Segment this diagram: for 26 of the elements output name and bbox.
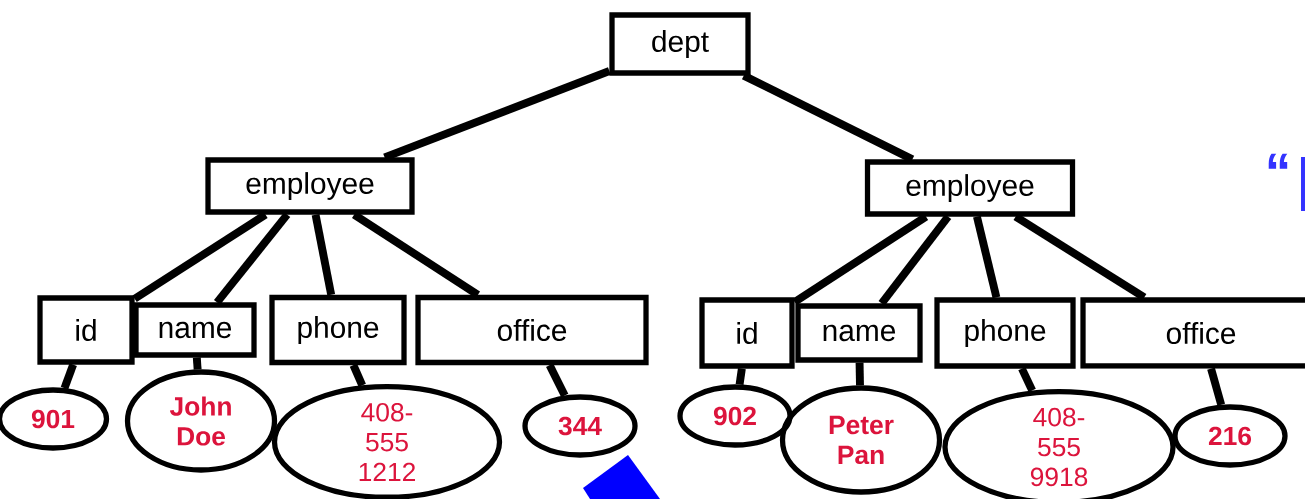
tree-line: [735, 368, 746, 386]
tree-line: [60, 363, 77, 390]
tree-line: [973, 215, 1001, 299]
element-box: name: [795, 303, 923, 363]
element-box: employee: [205, 157, 415, 215]
element-box: phone: [269, 294, 407, 366]
tree-line: [311, 213, 336, 296]
element-box: office: [415, 294, 649, 366]
tree-line: [213, 212, 291, 305]
element-box: name: [133, 302, 257, 358]
element-box: phone: [934, 297, 1076, 369]
tree-line: [1013, 213, 1147, 301]
element-box: employee: [864, 159, 1076, 217]
element-box: dept: [609, 12, 751, 76]
tree-line: [132, 211, 268, 303]
element-box: id: [37, 295, 135, 365]
tree-line: [1207, 367, 1225, 406]
quote-mark: “: [1268, 153, 1288, 169]
tree-line: [878, 214, 952, 306]
element-box: id: [699, 297, 795, 369]
element-box: office: [1080, 297, 1305, 369]
tree-line: [1018, 366, 1036, 393]
tree-line: [792, 213, 929, 306]
tree-line: [546, 363, 569, 398]
tree-line: [349, 363, 366, 388]
tree-line: [741, 72, 915, 163]
